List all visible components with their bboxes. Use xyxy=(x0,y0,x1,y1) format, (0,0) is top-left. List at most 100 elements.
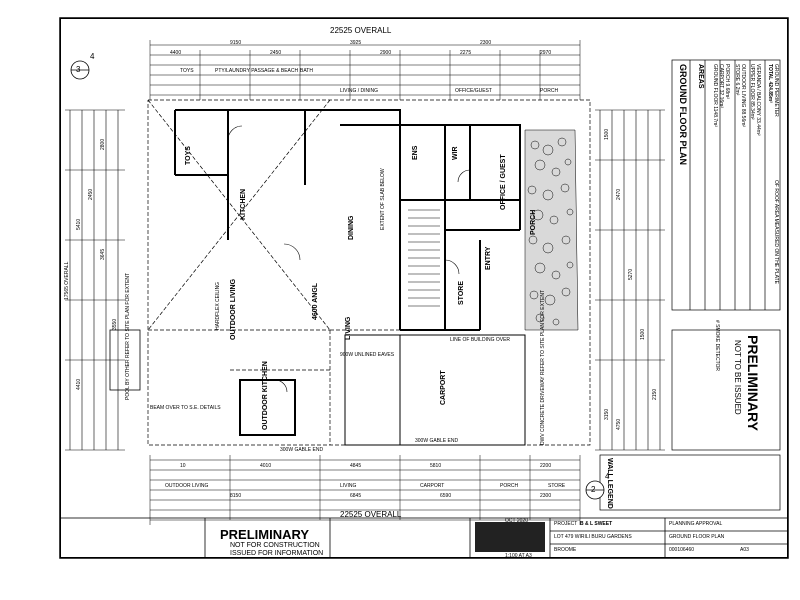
logo-block xyxy=(475,522,545,552)
overall-width-dim: 22525 OVERALL xyxy=(330,26,392,35)
eaves-lines xyxy=(147,99,591,446)
bottom-dim-6590: 6590 xyxy=(440,493,452,499)
wall-legend-title: WALL LEGEND xyxy=(606,458,613,509)
tb-lot: LOT 479 WIRILI BURU GARDENS xyxy=(554,534,632,540)
note-eaves: 900W UNLINED EAVES xyxy=(340,352,395,358)
smoke-detector-note: # SMOKE DETECTOR xyxy=(714,320,720,372)
right-dim-2470: 2470 xyxy=(616,188,622,200)
left-dim-2450: 2450 xyxy=(88,188,94,200)
area-value: 1148.7m² xyxy=(712,106,718,127)
area-value: 88.56m² xyxy=(740,108,746,128)
section-marker-3: 3 xyxy=(76,65,81,74)
note-driveway: DWV CONCRETE DRIVEWAY REFER TO SITE PLAN… xyxy=(540,289,546,445)
room-wir: WIR xyxy=(452,146,459,160)
bottom-dimension-lines xyxy=(149,455,581,525)
right-dim-4750: 4750 xyxy=(616,418,622,430)
dim-3925: 3925 xyxy=(350,40,362,46)
area-row-porch: PORCH 9.68m² xyxy=(724,64,730,99)
stone-porch-texture xyxy=(524,129,579,331)
right-dimension-lines xyxy=(595,109,665,451)
note-gable-end-carport: 300W GABLE END xyxy=(415,438,459,444)
section-marker-4-bottom: 4 xyxy=(605,472,610,481)
right-dim-5270: 5270 xyxy=(628,268,634,280)
left-dim-3550: 3550 xyxy=(112,318,118,330)
note-line-building: LINE OF BUILDING OVER xyxy=(450,337,511,343)
bottom-dim-4845: 4845 xyxy=(350,463,362,469)
bottom-label-porch: PORCH xyxy=(500,483,519,489)
room-ens: ENS xyxy=(412,145,419,160)
bottom-label-living: LIVING xyxy=(340,483,357,489)
top-label-laundry: PTY/LAUNDRY PASSAGE & BEACH xyxy=(215,68,299,74)
area-label: OUTDOOR LIVING xyxy=(740,64,746,108)
areas-table-grid xyxy=(671,59,781,311)
right-dim-2150: 2150 xyxy=(652,388,658,400)
room-kitchen: KITCHEN xyxy=(240,188,247,220)
room-living: LIVING xyxy=(345,316,352,340)
area-row-outdoor-living: OUTDOOR LIVING 88.56m² xyxy=(740,64,746,127)
areas-plan-title: GROUND FLOOR PLAN xyxy=(678,64,688,165)
top-label-bath: BATH xyxy=(300,68,313,74)
bottom-label-outdoor-living: OUTDOOR LIVING xyxy=(165,483,209,489)
top-dimension-lines xyxy=(149,40,581,100)
areas-title: AREAS xyxy=(697,64,704,89)
room-office: OFFICE / GUEST xyxy=(500,154,507,210)
bottom-dim-5810: 5810 xyxy=(430,463,442,469)
area-value: 9.68m² xyxy=(724,83,730,100)
left-dim-3645: 3645 xyxy=(100,248,106,260)
top-label-toys: TOYS xyxy=(180,68,194,74)
carport-outline xyxy=(344,334,526,446)
dim-2900: 2900 xyxy=(380,50,392,56)
note-pool: POOL BY OTHER REFER TO SITE PLAN FOR EXT… xyxy=(125,272,131,400)
tb-stage: PLANNING APPROVAL xyxy=(669,521,723,527)
right-preliminary-sub: NOT TO BE ISSUED xyxy=(733,340,742,415)
room-toys: TOYS xyxy=(185,146,192,165)
left-dim-5410: 5410 xyxy=(76,218,82,230)
section-marker-4-top: 4 xyxy=(90,52,95,61)
tb-town: BROOME xyxy=(554,547,577,553)
dim-2300: 2300 xyxy=(480,40,492,46)
ceiling-height-note: 4600 ANGL xyxy=(312,282,319,320)
left-dim-2800: 2800 xyxy=(100,138,106,150)
room-outdoor-living: OUTDOOR LIVING xyxy=(230,278,237,340)
note-gable-end: 300W GABLE END xyxy=(280,447,324,453)
note-extent-slab: EXTENT OF SLAB BELOW xyxy=(380,168,386,230)
bottom-overall-dim: 22525 OVERALL xyxy=(340,510,402,519)
tb-sheet-no: A03 xyxy=(740,547,749,553)
preliminary-box xyxy=(671,329,781,451)
tb-scale: 1:100 AT A3 xyxy=(505,553,532,559)
area-label: VERANDA / BALCONY xyxy=(755,64,761,116)
room-store: STORE xyxy=(458,281,465,305)
bottom-dim-8150: 8150 xyxy=(230,493,242,499)
right-dim-3150: 3150 xyxy=(604,408,610,420)
dim-2450: 2450 xyxy=(270,50,282,56)
bottom-dim-2200: 2200 xyxy=(540,463,552,469)
left-dim-overall: 17565 OVERALL xyxy=(64,261,70,300)
right-dim-1500b: 1500 xyxy=(640,328,646,340)
bottom-dim-2300: 2300 xyxy=(540,493,552,499)
bottom-dim-6845: 6845 xyxy=(350,493,362,499)
room-dining: DINING xyxy=(348,215,355,241)
left-dim-4410: 4410 xyxy=(76,378,82,390)
bottom-label-store: STORE xyxy=(548,483,566,489)
title-block-grid xyxy=(59,517,789,559)
area-value: 33.44m² xyxy=(755,117,761,136)
building-walls xyxy=(174,109,521,436)
dim-9150: 9150 xyxy=(230,40,242,46)
room-porch: PORCH xyxy=(530,209,537,235)
dim-4400: 4400 xyxy=(170,50,182,56)
left-dimension-lines xyxy=(65,109,125,451)
right-preliminary-stamp: PRELIMINARY xyxy=(745,335,761,431)
area-perimeter-note: OF ROOF AREA MEASURED ON THE PLATE xyxy=(773,180,779,285)
bottom-preliminary-stamp: PRELIMINARY xyxy=(220,527,310,542)
dim-2275: 2275 xyxy=(460,50,472,56)
top-label-porch: PORCH xyxy=(540,88,559,94)
bottom-preliminary-sub2: ISSUED FOR INFORMATION xyxy=(230,550,324,557)
tb-drawing-no: 000106460 xyxy=(669,547,695,553)
tb-project-label: PROJECT xyxy=(554,521,578,527)
bottom-dim-10: 10 xyxy=(180,463,186,469)
bottom-label-carport: CARPORT xyxy=(420,483,445,489)
right-dim-1500: 1500 xyxy=(604,128,610,140)
section-marker-2: 2 xyxy=(591,485,596,494)
area-row-veranda: VERANDA / BALCONY 33.44m² xyxy=(755,64,761,136)
